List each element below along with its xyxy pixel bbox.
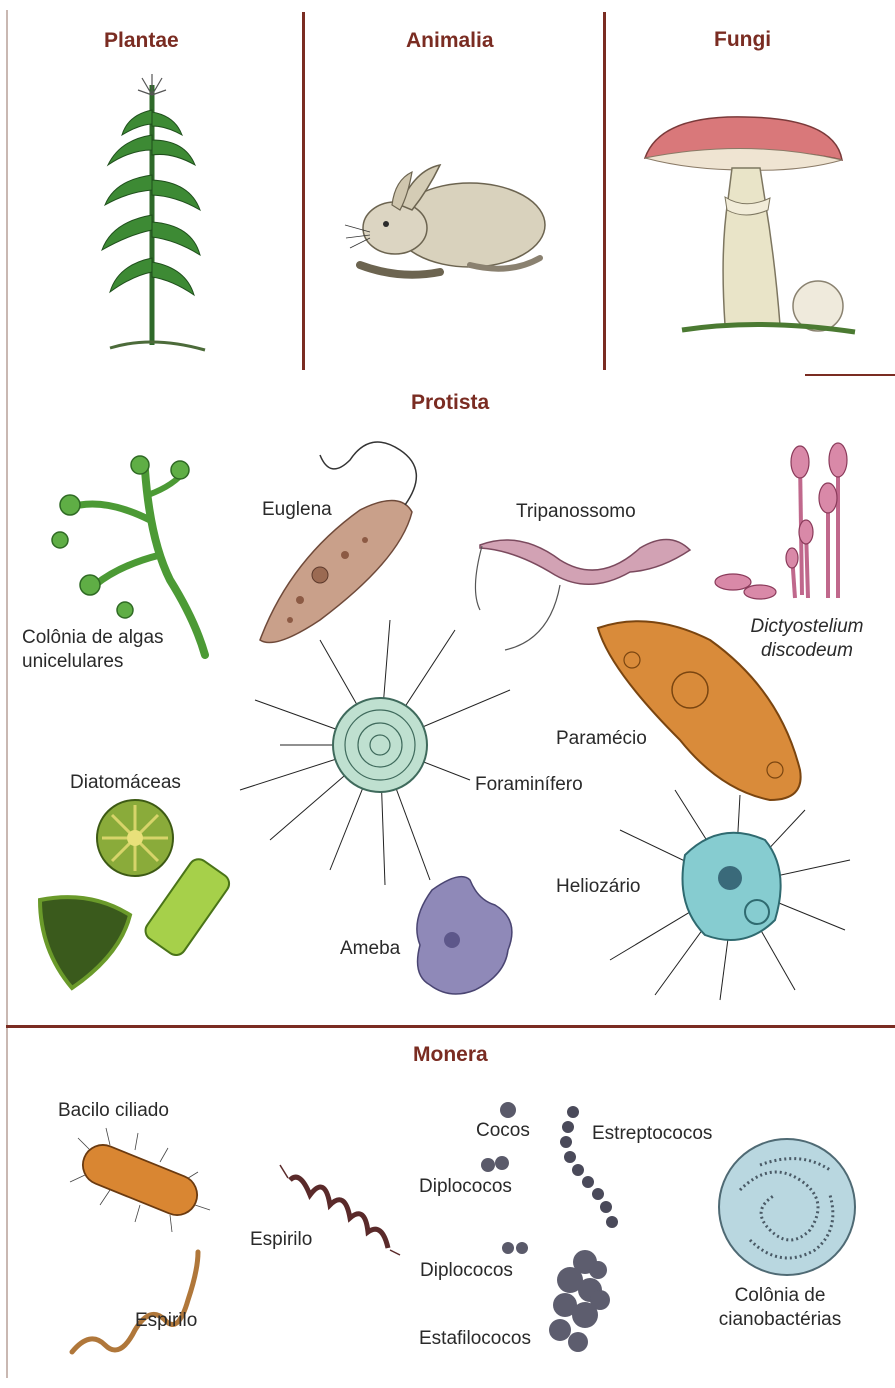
label-cocos: Cocos [476, 1119, 530, 1143]
label-estreptococos: Estreptococos [592, 1122, 712, 1146]
diatomaceas-illustration [40, 800, 233, 988]
label-foraminifero: Foraminífero [475, 773, 583, 797]
estafilococos-illustration [549, 1250, 610, 1352]
label-dictyostelium: Dictyostelium discodeum [737, 615, 877, 663]
mushroom-illustration [645, 117, 855, 332]
label-euglena: Euglena [262, 498, 332, 522]
diplococos-1-illustration [481, 1156, 509, 1172]
label-diplococos-2: Diplococos [420, 1259, 513, 1283]
espirilo-wave-illustration [72, 1252, 198, 1352]
dictyostelium-illustration [715, 443, 847, 599]
ameba-illustration [417, 877, 512, 994]
foraminifero-illustration [240, 620, 510, 885]
label-diplococos-1: Diplococos [419, 1175, 512, 1199]
label-cianobacterias: Colônia de cianobactérias [700, 1284, 860, 1332]
label-algae-colony: Colônia de algas unicelulares [22, 626, 212, 674]
label-espirilo-1: Espirilo [250, 1228, 312, 1252]
label-diatomaceas: Diatomáceas [70, 771, 181, 795]
cianobacterias-illustration [719, 1139, 855, 1275]
label-bacilo-ciliado: Bacilo ciliado [58, 1099, 169, 1123]
corn-plant-illustration [102, 74, 205, 350]
label-ameba: Ameba [340, 937, 400, 961]
label-espirilo-2: Espirilo [135, 1309, 197, 1333]
bacilo-ciliado-illustration [70, 1128, 210, 1232]
diplococos-2-illustration [502, 1242, 528, 1254]
label-tripanossomo: Tripanossomo [516, 500, 636, 524]
euglena-illustration [260, 442, 416, 643]
label-paramecio: Paramécio [556, 727, 647, 751]
cocos-illustration [500, 1102, 516, 1118]
rabbit-illustration [345, 165, 545, 275]
heliozario-illustration [610, 790, 850, 1000]
label-heliozario: Heliozário [556, 875, 640, 899]
label-estafilococos: Estafilococos [419, 1327, 531, 1351]
